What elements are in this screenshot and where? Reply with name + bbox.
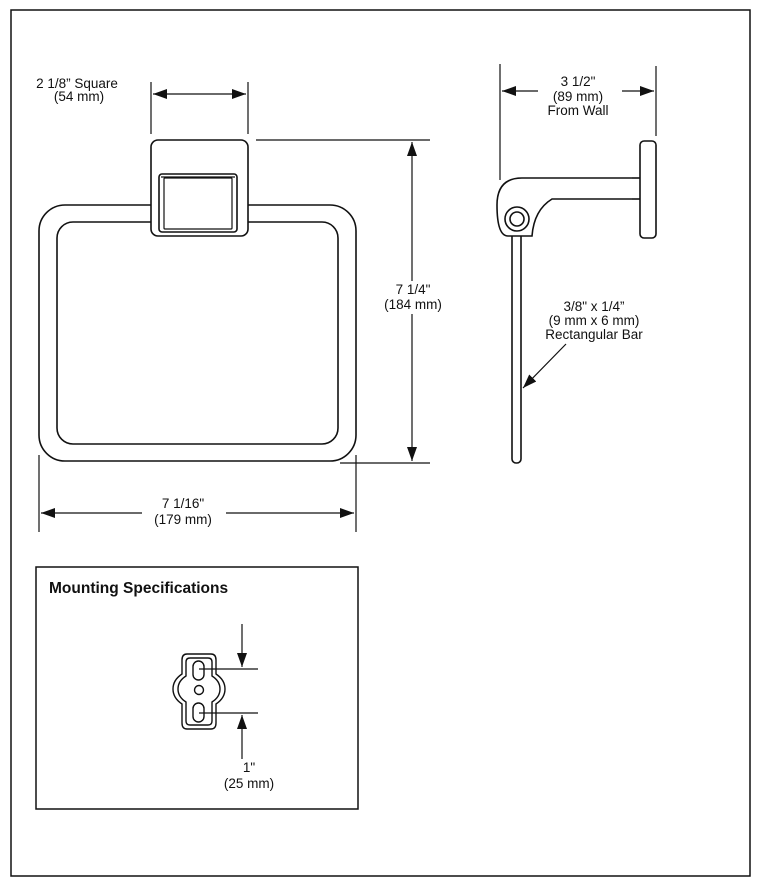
bar-callout-size: 3/8" x 1/4” [563,299,624,314]
mounting-title: Mounting Specifications [49,580,228,597]
towel-ring-inner [56,221,339,445]
dim-base-square-metric: (54 mm) [54,89,104,104]
dim-base-square [150,82,249,134]
side-wall-plate [639,140,657,239]
dim-projection-note: From Wall [548,103,609,118]
dim-height-label: 7 1/4" [396,282,431,297]
front-view [38,139,357,462]
mounting-box [35,566,359,810]
bar-callout-arrow [522,343,567,389]
mounting-spacing-metric: (25 mm) [224,776,274,791]
side-view [496,140,657,464]
dim-projection-label: 3 1/2" [561,74,596,89]
side-arm [496,177,632,237]
dim-base-square-label: 2 1/8” Square [36,76,118,91]
mounting-spacing-label: 1" [243,760,256,775]
mounting-dimension [199,624,258,759]
page-border [10,9,751,877]
ring-hub [158,173,238,233]
towel-ring-outer [38,204,357,462]
dim-width-label: 7 1/16" [162,496,205,511]
mounting-bracket [172,653,226,730]
bar-callout-type: Rectangular Bar [545,327,643,342]
dim-projection-metric: (89 mm) [553,89,603,104]
side-bar [511,217,522,464]
bar-callout-metric: (9 mm x 6 mm) [549,313,640,328]
dim-width-metric: (179 mm) [154,512,212,527]
dim-height-metric: (184 mm) [384,297,442,312]
